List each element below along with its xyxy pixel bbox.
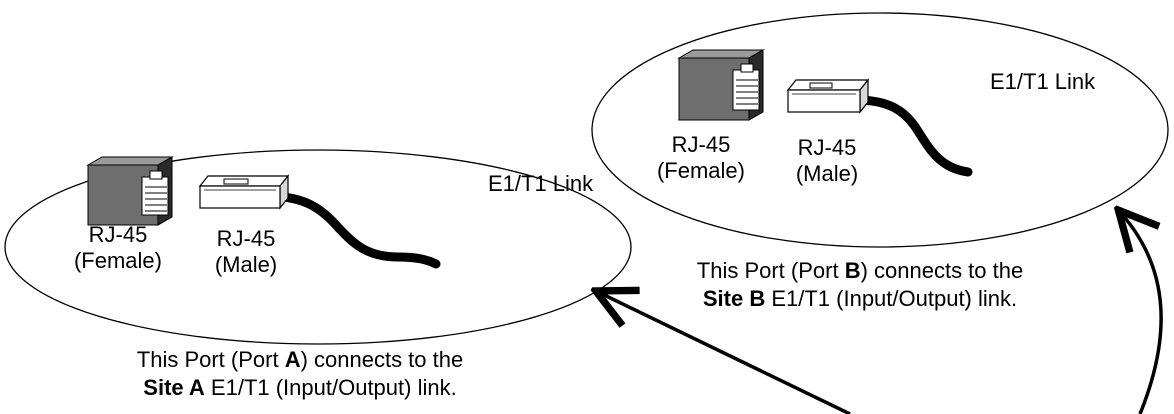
site-a-female-label-line2: (Female) xyxy=(73,248,162,273)
site-a-caption: This Port (Port A) connects to the Site … xyxy=(90,346,510,402)
site-b-male-label: RJ-45 (Male) xyxy=(777,135,877,187)
site-b-link-label: E1/T1 Link xyxy=(990,69,1096,94)
site-a-caption-l1-bold: A xyxy=(284,347,301,372)
site-a-rj45-female-icon xyxy=(86,156,174,226)
site-a-ellipse xyxy=(4,149,632,345)
site-b-female-label-line2: (Female) xyxy=(656,158,745,183)
site-b-caption-l1-bold: B xyxy=(844,258,861,283)
site-a-caption-l2-bold: Site A xyxy=(143,375,205,400)
site-b-female-label: RJ-45 (Female) xyxy=(641,132,761,184)
site-b-rj45-male-icon xyxy=(786,78,973,177)
site-a-male-label-line2: (Male) xyxy=(214,252,278,277)
site-a-male-label: RJ-45 (Male) xyxy=(196,226,296,278)
site-a-link-label: E1/T1 Link xyxy=(488,171,594,196)
arrow-to-site-b xyxy=(1120,212,1163,414)
site-b-caption-l2-bold: Site B xyxy=(702,286,766,311)
site-a-female-label-line1: RJ-45 xyxy=(88,222,148,247)
site-b-rj45-female-icon xyxy=(677,49,765,121)
site-b-caption: This Port (Port B) connects to the Site … xyxy=(650,257,1070,313)
site-a-caption-l2-post: E1/T1 (Input/Output) link. xyxy=(204,375,457,400)
site-a-female-label: RJ-45 (Female) xyxy=(58,222,178,274)
site-b-caption-l1-pre: This Port (Port xyxy=(696,258,845,283)
site-a-rj45-male-icon xyxy=(198,174,441,269)
site-b-caption-l2-post: E1/T1 (Input/Output) link. xyxy=(765,286,1018,311)
site-b-caption-l1-post: ) connects to the xyxy=(860,258,1024,283)
site-b-female-label-line1: RJ-45 xyxy=(671,132,731,157)
site-a-caption-l1-pre: This Port (Port xyxy=(136,347,285,372)
site-a-caption-l1-post: ) connects to the xyxy=(300,347,464,372)
site-a-male-label-line1: RJ-45 xyxy=(216,226,276,251)
arrow-to-site-a xyxy=(598,292,851,414)
site-b-male-label-line2: (Male) xyxy=(795,161,859,186)
site-b-male-label-line1: RJ-45 xyxy=(797,135,857,160)
site-b-ellipse xyxy=(591,12,1169,248)
